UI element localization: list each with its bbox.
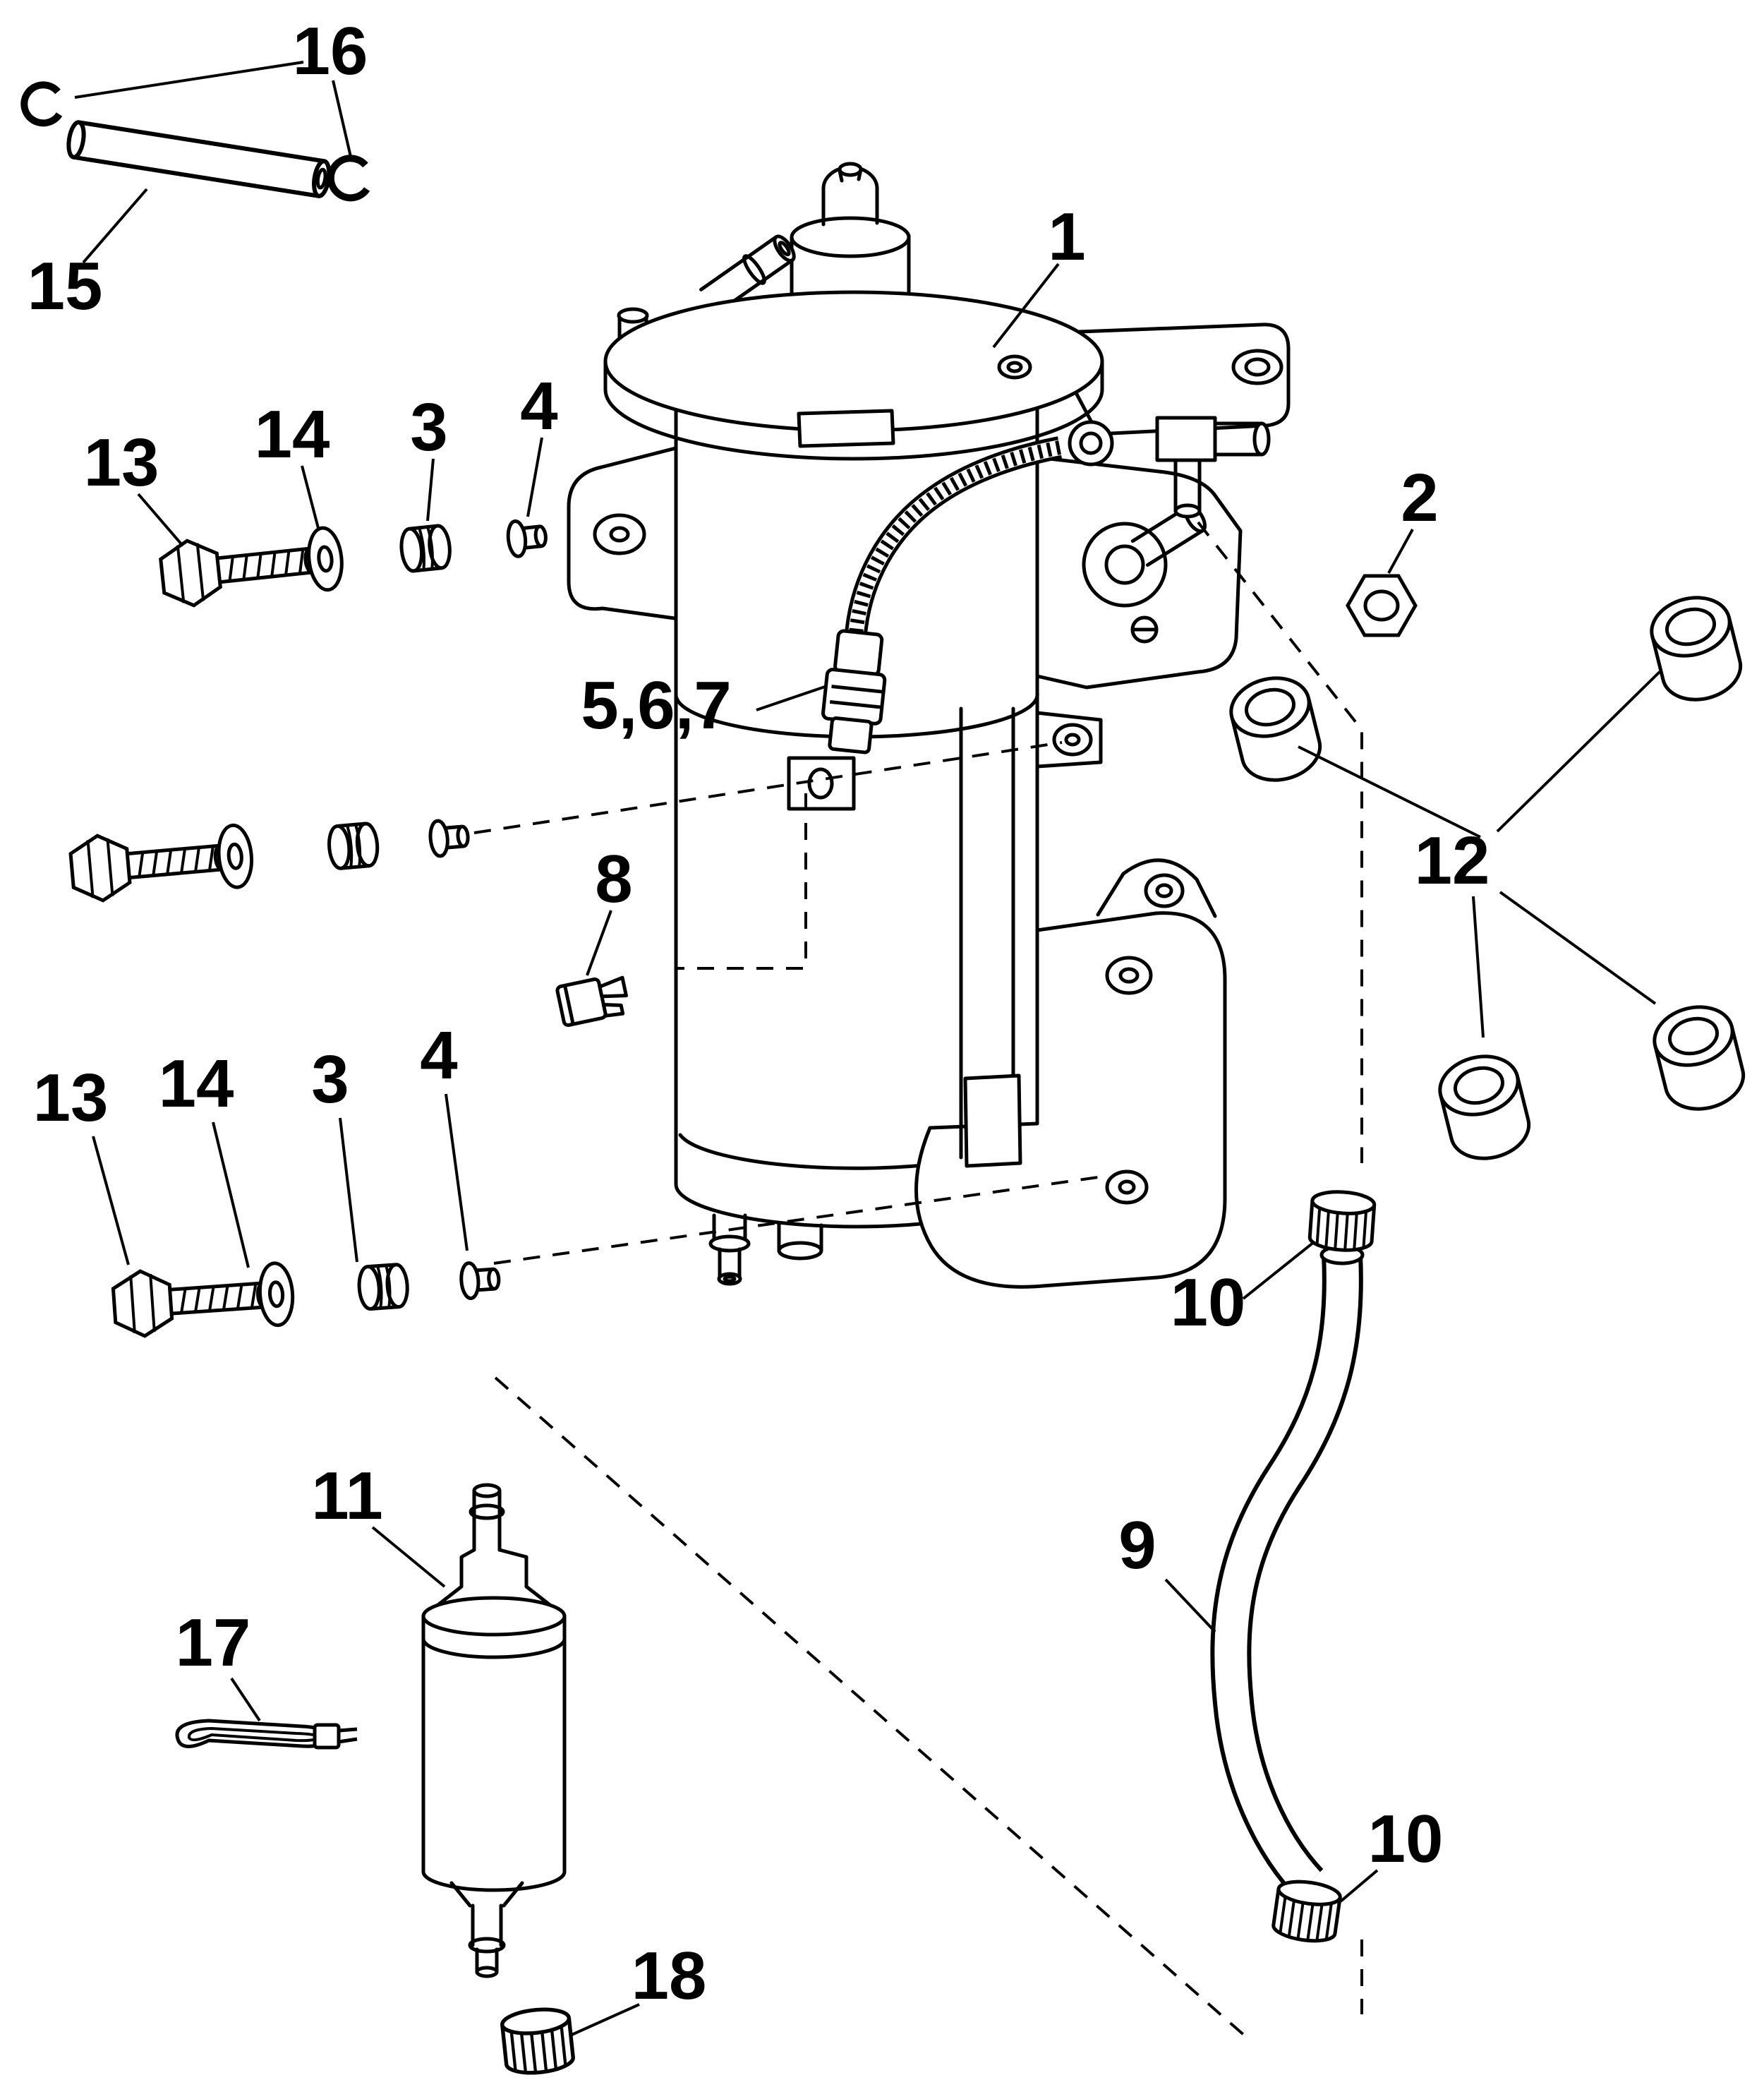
callout-2: 2 bbox=[1401, 460, 1438, 536]
leader-15 bbox=[82, 188, 148, 264]
callout-567: 5,6,7 bbox=[581, 668, 732, 743]
leader-lines bbox=[74, 61, 1661, 2037]
leader-12-1 bbox=[1298, 745, 1481, 838]
leader-10a bbox=[1242, 1241, 1315, 1300]
hose-connector-upper bbox=[1309, 1190, 1375, 1252]
callout-14b: 14 bbox=[159, 1046, 234, 1121]
grommet bbox=[327, 823, 379, 870]
callout-3a: 3 bbox=[410, 390, 447, 465]
callout-9: 9 bbox=[1118, 1508, 1156, 1583]
grommet bbox=[358, 1264, 409, 1310]
callout-13a: 13 bbox=[84, 425, 159, 500]
callout-14a: 14 bbox=[255, 397, 330, 472]
leader-9 bbox=[1164, 1578, 1216, 1633]
leader-18 bbox=[569, 2003, 640, 2037]
callout-13b: 13 bbox=[33, 1060, 109, 1136]
mounting-hardware-row-top bbox=[159, 503, 549, 608]
mounting-hardware-row-bottom bbox=[112, 1246, 501, 1338]
bushing bbox=[1648, 999, 1750, 1117]
callout-15: 15 bbox=[28, 248, 103, 324]
spring-clamp-right bbox=[327, 155, 370, 202]
callout-4a: 4 bbox=[520, 368, 557, 444]
callout-8: 8 bbox=[595, 841, 632, 917]
callout-12: 12 bbox=[1415, 823, 1490, 898]
callout-4b: 4 bbox=[420, 1018, 457, 1093]
bushing bbox=[1645, 590, 1747, 708]
leader-12-2 bbox=[1496, 670, 1661, 833]
callout-11: 11 bbox=[311, 1458, 382, 1534]
leader-12-4 bbox=[1499, 891, 1657, 1005]
spacer bbox=[429, 819, 469, 857]
callout-16: 16 bbox=[293, 13, 368, 89]
mounting-hardware-row-middle bbox=[69, 804, 471, 903]
washer bbox=[258, 1262, 295, 1326]
bolt bbox=[159, 527, 320, 608]
hose-connector-lower bbox=[1272, 1878, 1342, 1944]
leader-4b bbox=[445, 1093, 469, 1251]
callout-17: 17 bbox=[176, 1605, 251, 1680]
washer bbox=[217, 824, 254, 889]
leader-8 bbox=[586, 910, 612, 976]
leader-2 bbox=[1387, 529, 1414, 574]
spacer bbox=[460, 1261, 500, 1299]
spring-clamp-left bbox=[20, 81, 63, 127]
leader-17 bbox=[230, 1677, 261, 1722]
callout-10a: 10 bbox=[1171, 1265, 1246, 1340]
callout-1: 1 bbox=[1048, 199, 1085, 275]
leader-3a bbox=[426, 458, 435, 522]
leader-4a bbox=[526, 437, 543, 517]
grommet bbox=[399, 525, 452, 572]
leader-1 bbox=[992, 263, 1060, 349]
callout-3b: 3 bbox=[311, 1042, 349, 1117]
fuel-hose-segment bbox=[66, 120, 332, 198]
retainer-clip bbox=[555, 975, 628, 1028]
bolt bbox=[69, 824, 229, 903]
bolt bbox=[112, 1263, 272, 1338]
leader-14b bbox=[212, 1121, 250, 1268]
leader-567 bbox=[756, 685, 828, 711]
leader-11 bbox=[371, 1526, 446, 1588]
formed-fuel-hose bbox=[1210, 1244, 1365, 1897]
bushing bbox=[1434, 1049, 1535, 1167]
leader-3b bbox=[339, 1117, 358, 1263]
leader-13a bbox=[137, 493, 183, 546]
harness-connector bbox=[821, 629, 887, 754]
leader-10b bbox=[1339, 1869, 1379, 1903]
leader-12-3 bbox=[1472, 896, 1485, 1038]
leader-16-left bbox=[74, 61, 304, 99]
pump-lead-and-connector bbox=[821, 436, 1063, 754]
fuel-filter bbox=[421, 1483, 567, 1978]
callout-18: 18 bbox=[632, 1938, 707, 2014]
callout-10b: 10 bbox=[1368, 1801, 1444, 1877]
nut bbox=[1346, 574, 1418, 637]
washer bbox=[306, 527, 344, 591]
leader-14a bbox=[301, 465, 320, 531]
spacer bbox=[507, 518, 548, 557]
assembly-dashed-lines bbox=[473, 521, 1363, 2038]
leader-13b bbox=[92, 1136, 130, 1265]
callout-labels: 16 15 1 13 14 3 4 2 5,6,7 12 8 13 14 3 4… bbox=[28, 13, 1490, 2014]
leader-16-right bbox=[332, 80, 352, 157]
cable-tie bbox=[175, 1719, 358, 1750]
bushing bbox=[1225, 670, 1327, 788]
hose-connector-filter bbox=[501, 2007, 574, 2076]
